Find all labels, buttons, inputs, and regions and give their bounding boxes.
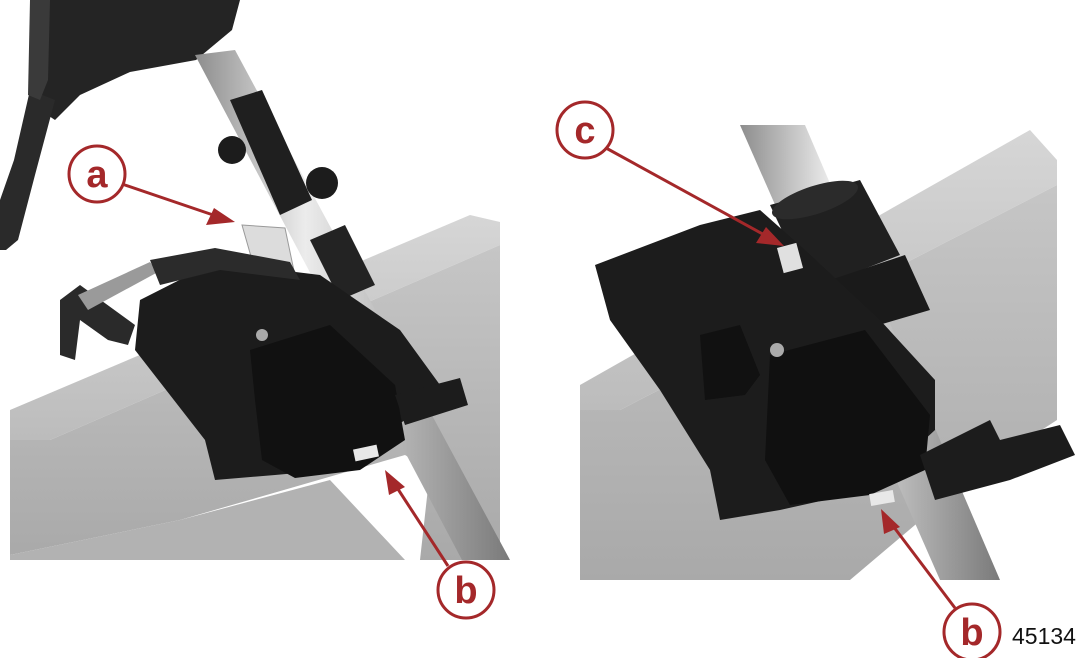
- callout-b-left-circle: [436, 560, 496, 620]
- board-lower: [10, 480, 405, 560]
- callout-a-circle: [67, 144, 127, 204]
- clamp-pivot-right: [770, 343, 784, 357]
- callout-b-right-arrowhead: [881, 509, 900, 534]
- callout-b-left-arrowhead: [385, 470, 405, 495]
- callout-b-right-arrow: [888, 521, 957, 609]
- figure-number: 45134: [1012, 623, 1076, 649]
- left-photo: a b: [0, 0, 510, 620]
- callout-a-label: a: [86, 154, 108, 196]
- adjust-knob: [218, 136, 246, 164]
- clamp-fan: [250, 325, 405, 478]
- callout-a-arrowhead: [206, 208, 235, 225]
- callout-c-label: c: [574, 110, 595, 152]
- clamp-pivot: [256, 329, 268, 341]
- clamp-fan-right: [765, 330, 930, 505]
- callout-b-right-circle: [942, 602, 1002, 658]
- clamp-arm-top: [150, 248, 300, 285]
- callout-a-arrow: [121, 182, 223, 220]
- callout-c-arrowhead: [756, 227, 784, 246]
- motor-strut: [0, 90, 55, 250]
- motor-strut-2: [28, 0, 50, 100]
- indicator-b-right: [869, 490, 895, 506]
- clamp-screw-rod: [78, 262, 158, 310]
- callout-b-left-arrow: [392, 482, 450, 567]
- shaft-collar-upper: [230, 90, 312, 215]
- indicator-c: [776, 242, 804, 274]
- right-photo: c b: [555, 100, 1075, 658]
- shaft-strap-right: [920, 420, 1075, 500]
- clamp-screw: [60, 285, 135, 360]
- indicator-b: [353, 444, 379, 462]
- callout-c-circle: [555, 100, 615, 160]
- callout-b-right-label: b: [960, 612, 983, 654]
- lock-knob: [306, 167, 338, 199]
- shaft-collar-lower: [310, 225, 375, 300]
- sleeve-rim: [771, 180, 859, 220]
- shaft-strap: [395, 378, 468, 425]
- motor-head: [38, 0, 240, 120]
- callout-b-left-label: b: [454, 570, 477, 612]
- clamp-jaw-right: [700, 325, 760, 400]
- callout-c-arrow: [605, 146, 771, 240]
